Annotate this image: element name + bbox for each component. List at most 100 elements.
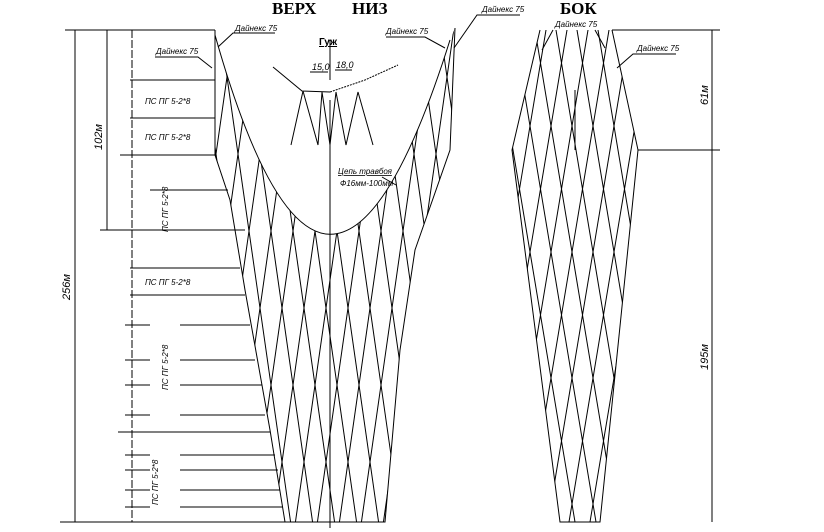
mesh-line [0, 0, 89, 532]
mesh-line [566, 30, 638, 522]
mesh-line [712, 0, 788, 532]
mesh-line [587, 30, 638, 522]
mesh-line [435, 28, 455, 522]
mesh-line [629, 30, 638, 522]
mesh-line [369, 28, 447, 522]
mesh-line [0, 0, 72, 532]
mesh-line [602, 0, 678, 532]
mesh-line [788, 0, 824, 532]
mesh-line [756, 0, 824, 532]
mesh-line [0, 0, 28, 532]
mesh-line [299, 0, 388, 532]
mesh-line [480, 0, 556, 532]
mesh-line [512, 30, 573, 522]
mesh-line [634, 0, 710, 532]
mesh-line [0, 0, 10, 532]
mesh-line [646, 0, 722, 532]
mesh-line [362, 0, 451, 532]
mesh-line [391, 28, 455, 522]
mesh-line [782, 0, 824, 532]
section-markers [118, 79, 283, 508]
mesh-line [777, 0, 824, 532]
dyneex-label-6: Дайнекс 75 [636, 44, 680, 53]
chain-label-2: Ф16мм-100мм [340, 179, 394, 188]
dyneex-label-2: Дайнекс 75 [155, 47, 199, 56]
mesh-line [524, 0, 600, 532]
mesh-line [458, 0, 534, 532]
mesh-line [470, 0, 546, 532]
mesh-line [514, 0, 590, 532]
mesh-line [800, 0, 824, 532]
section-label-2: ПС ПГ 5-2*8 [145, 133, 191, 142]
mesh-line [512, 30, 578, 522]
mesh-line [0, 0, 6, 532]
mesh-line [26, 0, 115, 532]
mesh-line [315, 28, 393, 522]
mesh-line [0, 0, 50, 532]
mesh-line [0, 0, 62, 532]
mesh-line [677, 0, 766, 532]
mesh-line [512, 30, 515, 522]
mesh-line [0, 0, 47, 532]
mesh-line [21, 0, 110, 532]
mesh-line [359, 28, 437, 522]
title-top: ВЕРХ [272, 0, 317, 18]
mesh-line [492, 0, 568, 532]
section-label-6: ПС ПГ 5-2*8 [151, 459, 160, 505]
mesh-line [624, 0, 700, 532]
groundrope-right-value: 18,0 [336, 60, 354, 70]
mesh-line [810, 0, 824, 532]
mesh-line [612, 0, 688, 532]
mesh-line [634, 30, 638, 522]
mesh-line [0, 0, 68, 532]
mesh-line [819, 0, 824, 532]
mesh-line [545, 30, 636, 522]
mesh-line [271, 28, 349, 522]
mesh-line [580, 0, 656, 532]
mesh-line [40, 0, 116, 532]
mesh-line [0, 0, 52, 532]
dyneex-label-1: Дайнекс 75 [234, 24, 278, 33]
title-side: БОК [560, 0, 597, 18]
mesh-line [0, 0, 26, 532]
mesh-line [215, 28, 293, 522]
mesh-line [722, 0, 798, 532]
groundrope-label: Гуж [319, 37, 338, 48]
mesh-line [227, 28, 305, 522]
mesh-line [756, 0, 824, 532]
dimension-total: 256м [61, 274, 73, 301]
mesh-line [303, 28, 381, 522]
mesh-line [766, 0, 824, 532]
dimension-side-upper: 61м [699, 85, 711, 105]
mesh-line [0, 0, 31, 532]
mesh-line [413, 28, 455, 522]
groundrope-sketch: Гуж 15,0 18,0 [272, 37, 399, 146]
mesh-line [613, 30, 638, 522]
mesh-line [30, 0, 106, 532]
dimension-upper: 102м [93, 124, 105, 150]
mesh-line [420, 0, 509, 532]
mesh-line [0, 0, 73, 532]
mesh-line [719, 0, 808, 532]
mesh-line [512, 30, 594, 522]
mesh-line [571, 30, 638, 522]
mesh-line [744, 0, 820, 532]
mesh-line [281, 28, 359, 522]
section-label-4: ПС ПГ 5-2*8 [145, 278, 191, 287]
mesh-line [735, 0, 824, 532]
dyneex-label-3: Дайнекс 75 [385, 27, 429, 36]
mesh-line [656, 0, 732, 532]
mesh-line [740, 0, 824, 532]
mesh-line [47, 0, 136, 532]
mesh-line [425, 28, 455, 522]
mesh-line [700, 0, 776, 532]
mesh-line [357, 0, 446, 532]
mesh-line [678, 0, 754, 532]
side-net-outline [511, 29, 639, 523]
mesh-line [293, 28, 371, 522]
groundrope-left-value: 15,0 [312, 62, 330, 72]
dyneex-label-5: Дайнекс 75 [554, 20, 598, 29]
